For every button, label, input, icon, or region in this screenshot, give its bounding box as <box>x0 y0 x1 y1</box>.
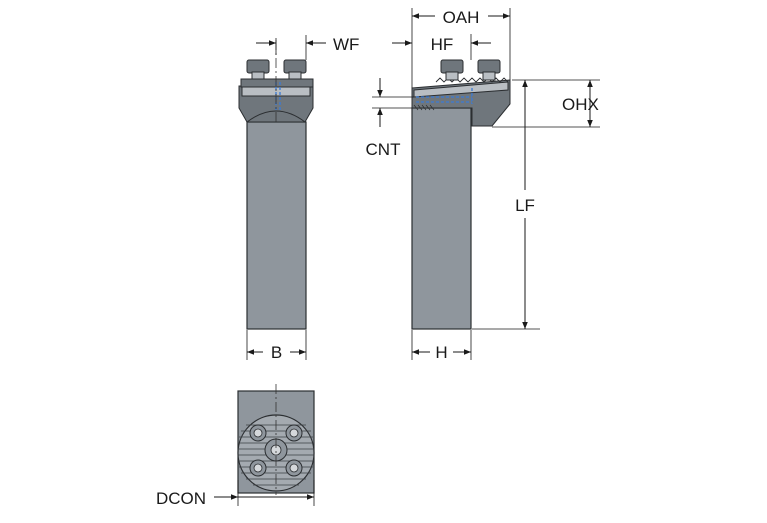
b-label: B <box>271 343 282 362</box>
side-shank <box>411 107 472 330</box>
front-shank <box>246 121 307 330</box>
side-thread-marks <box>413 104 435 111</box>
wf-label: WF <box>333 35 359 54</box>
top-bolts <box>249 424 303 477</box>
front-view: WF B <box>238 35 359 362</box>
front-clamp-plate <box>240 78 314 88</box>
hf-label: HF <box>431 35 454 54</box>
cnt-label: CNT <box>366 140 401 159</box>
side-screw-left <box>440 59 464 74</box>
ohx-label: OHX <box>562 95 599 114</box>
side-head-top <box>413 81 509 98</box>
side-screw-right <box>477 59 501 74</box>
front-clamp-curve <box>246 110 306 123</box>
front-screw-left <box>246 59 270 74</box>
top-view: DCON <box>156 384 315 508</box>
side-view: OAH HF CNT OHX LF H <box>366 8 600 362</box>
front-screw-right <box>283 59 307 74</box>
dcon-label: DCON <box>156 489 206 508</box>
oah-label: OAH <box>443 8 480 27</box>
lf-label: LF <box>515 196 535 215</box>
h-label: H <box>435 343 447 362</box>
